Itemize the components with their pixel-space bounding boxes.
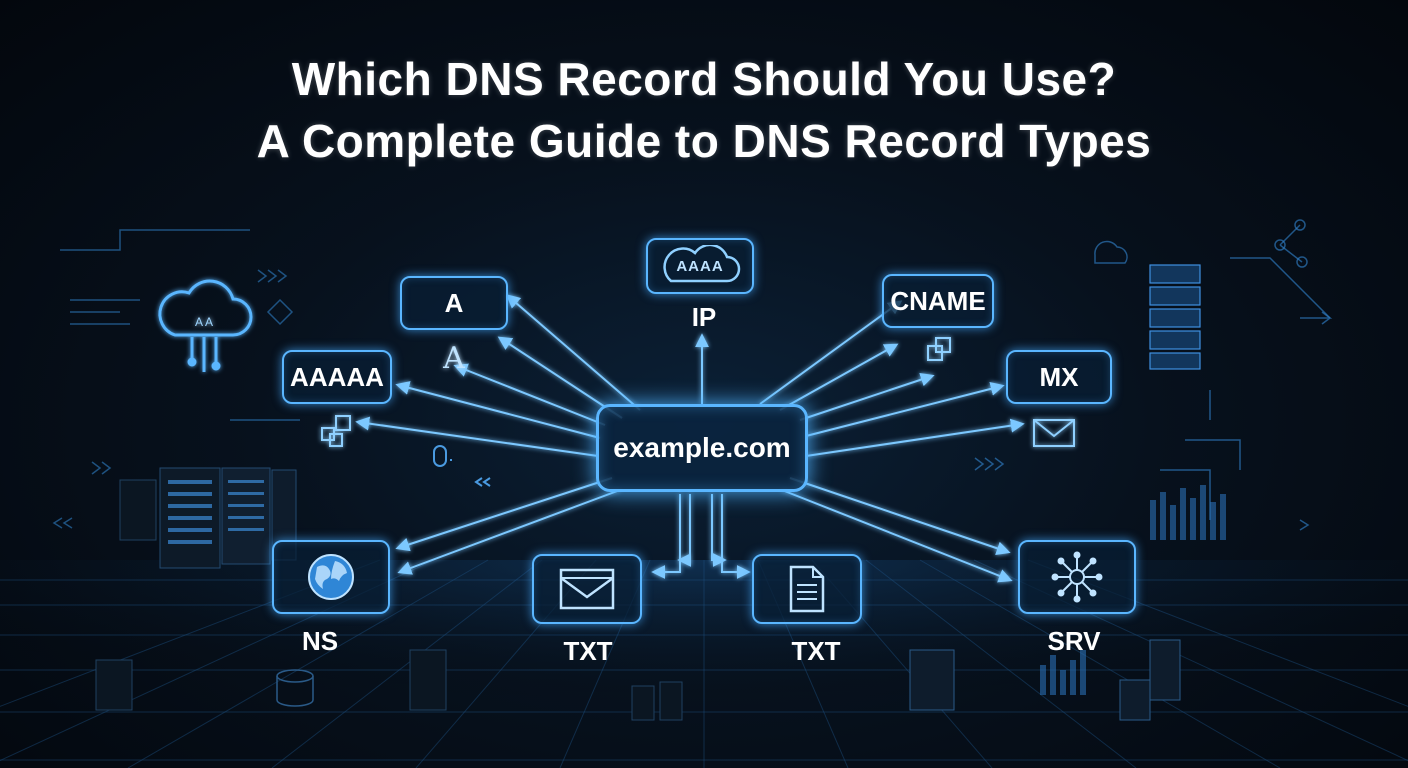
record-srv-label: SRV [1047,626,1101,656]
record-box-srv[interactable] [1018,540,1136,614]
svg-text:A A: A A [195,315,213,329]
page-title-line-1: Which DNS Record Should You Use? [291,53,1117,105]
document-icon [789,565,825,613]
network-share-icon [321,415,351,447]
center-node-label: example.com [613,432,791,463]
left-server-rack [95,467,683,721]
letter-a-icon: A [442,341,465,376]
left-decoration [52,229,300,529]
right-bar-decoration [1040,485,1226,695]
copy-icon [927,337,951,361]
connector-arrows [355,294,1025,583]
right-database-decoration [909,639,1181,721]
record-box-aaaaa[interactable]: AAAAA [282,350,392,404]
record-txt-mail-label: TXT [563,636,613,666]
right-server-stack [1149,264,1201,370]
floor-grid [0,559,1408,768]
cloud-icon [663,245,741,283]
record-box-mx[interactable]: MX [1006,350,1112,404]
record-ns-label: NS [301,626,339,656]
record-box-txt-doc[interactable] [752,554,862,624]
record-box-a[interactable]: A [400,276,508,330]
record-ip-badge: AAAA [676,258,724,275]
record-cname-label: CNAME [890,285,986,316]
record-box-cname[interactable]: CNAME [882,274,994,328]
left-database-decoration [276,669,314,707]
envelope-icon [1033,419,1075,447]
mail-window-icon [559,568,615,610]
record-box-ns[interactable] [272,540,390,614]
record-box-txt-mail[interactable] [532,554,642,624]
globe-icon [308,554,354,600]
record-box-ip[interactable]: AAAA [646,238,754,294]
record-aaaaa-label: AAAAA [290,361,384,392]
record-mx-label: MX [1039,361,1079,392]
page-title-line-2: A Complete Guide to DNS Record Types [256,115,1152,167]
cloud-decoration-icon: A A [158,279,253,372]
center-node-example-com[interactable]: example.com [596,404,808,492]
record-a-label: A [444,287,464,318]
link-decoration [433,445,491,487]
svg-text:A: A [442,341,465,376]
record-ip-label: IP [691,302,717,332]
right-decoration [974,219,1333,531]
record-txt-doc-label: TXT [791,636,841,666]
hub-network-icon [1051,551,1103,603]
